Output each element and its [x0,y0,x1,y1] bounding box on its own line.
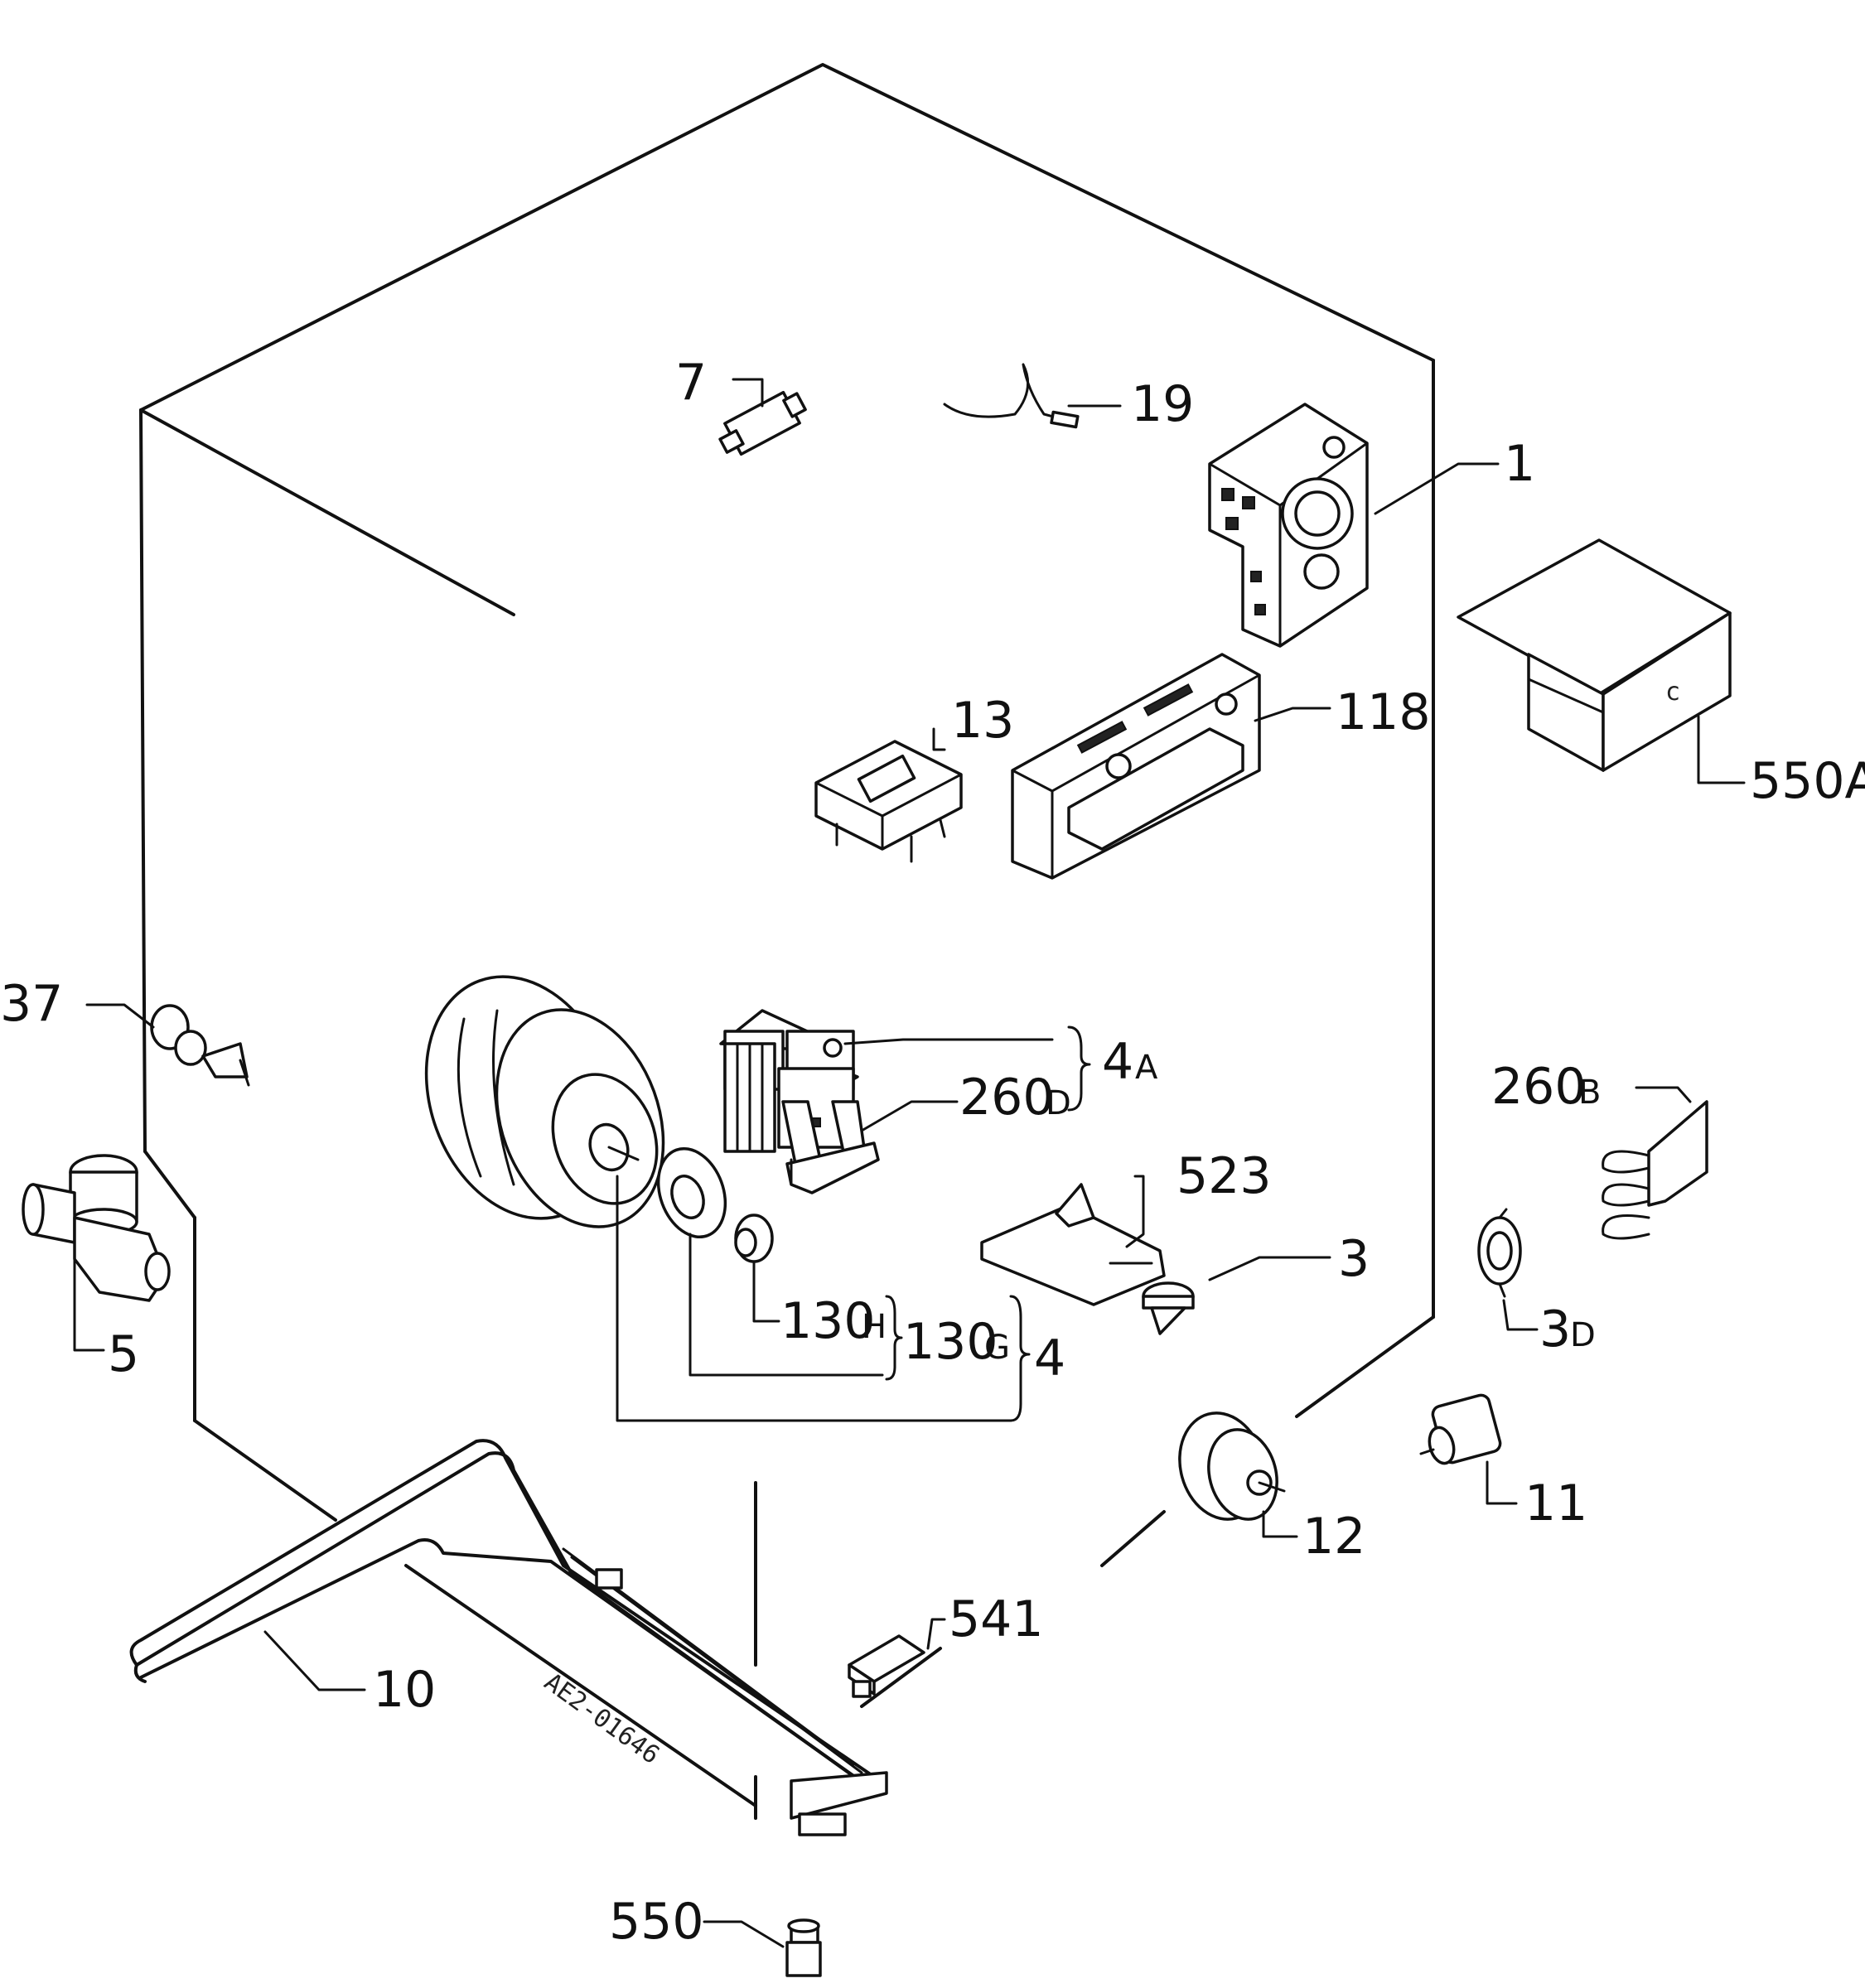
part-37-lamp [150,1004,250,1087]
part-4-motor [424,975,665,1228]
label-260B-suffix: B [1578,1074,1601,1112]
label-260D-suffix: D [1046,1084,1071,1122]
label-3: 3 [1338,1230,1370,1288]
label-1: 1 [1504,435,1535,493]
label-5: 5 [108,1325,139,1383]
leader-lines [73,378,1746,1948]
label-4: 4 [1034,1329,1065,1387]
label-130H-suffix: H [862,1308,887,1346]
label-550: 550 [609,1893,704,1951]
part-260B-bracket [1602,1100,1708,1240]
label-260B-number: 260 [1491,1058,1587,1116]
part-10-heating-element [129,1439,888,1836]
part-541-connector [848,1634,925,1698]
label-3D-number: 3 [1539,1300,1571,1358]
label-130G-suffix: G [984,1329,1010,1367]
label-11: 11 [1524,1474,1587,1532]
label-260D-number: 260 [959,1069,1055,1127]
label-3D: 3 D [1539,1300,1596,1358]
label-12: 12 [1302,1508,1365,1566]
label-19: 19 [1131,375,1194,433]
drawing-reference: AE2-01646 [539,1667,664,1770]
part-523-bracket-plate [980,1183,1166,1306]
label-37: 37 [0,975,63,1033]
label-541: 541 [949,1590,1044,1648]
part-3D-thermostat [1477,1208,1522,1298]
part-118-control-board [1011,653,1261,880]
part-260D-bracket [781,1100,880,1194]
label-130G-number: 130 [903,1313,998,1371]
label-260B: 260 B [1491,1058,1601,1116]
label-550A: 550A [1750,752,1865,810]
label-10: 10 [373,1661,436,1719]
cabinet-outline [139,63,1435,1820]
part-550-plug [785,1918,822,1977]
part-7-switch [718,390,807,456]
label-130H-number: 130 [780,1292,876,1350]
label-118: 118 [1336,683,1431,741]
label-260D: 260 D [959,1069,1071,1127]
label-7: 7 [675,354,707,412]
part-12-pressure-switch [1178,1411,1286,1521]
part-13-switch-block [814,740,963,863]
label-4A-suffix: A [1135,1049,1158,1087]
label-130G: 130 G [903,1313,1010,1371]
label-3D-suffix: D [1570,1316,1596,1354]
part-3-thermostat [1142,1281,1195,1335]
part-5-valve [22,1154,171,1302]
part-19-sensor-wire [943,363,1080,429]
label-4A-number: 4 [1102,1033,1133,1091]
svg-text:c: c [1665,678,1680,707]
label-4A: 4 A [1102,1033,1158,1091]
part-1-timer-unit [1208,403,1369,648]
part-130H-bush [734,1214,774,1263]
label-13: 13 [951,692,1014,750]
part-550A-box: c [1457,538,1732,772]
label-130H: 130 H [780,1292,887,1350]
label-523: 523 [1176,1147,1272,1205]
part-130G-pulley [656,1146,727,1239]
part-11-small-motor [1419,1393,1502,1465]
